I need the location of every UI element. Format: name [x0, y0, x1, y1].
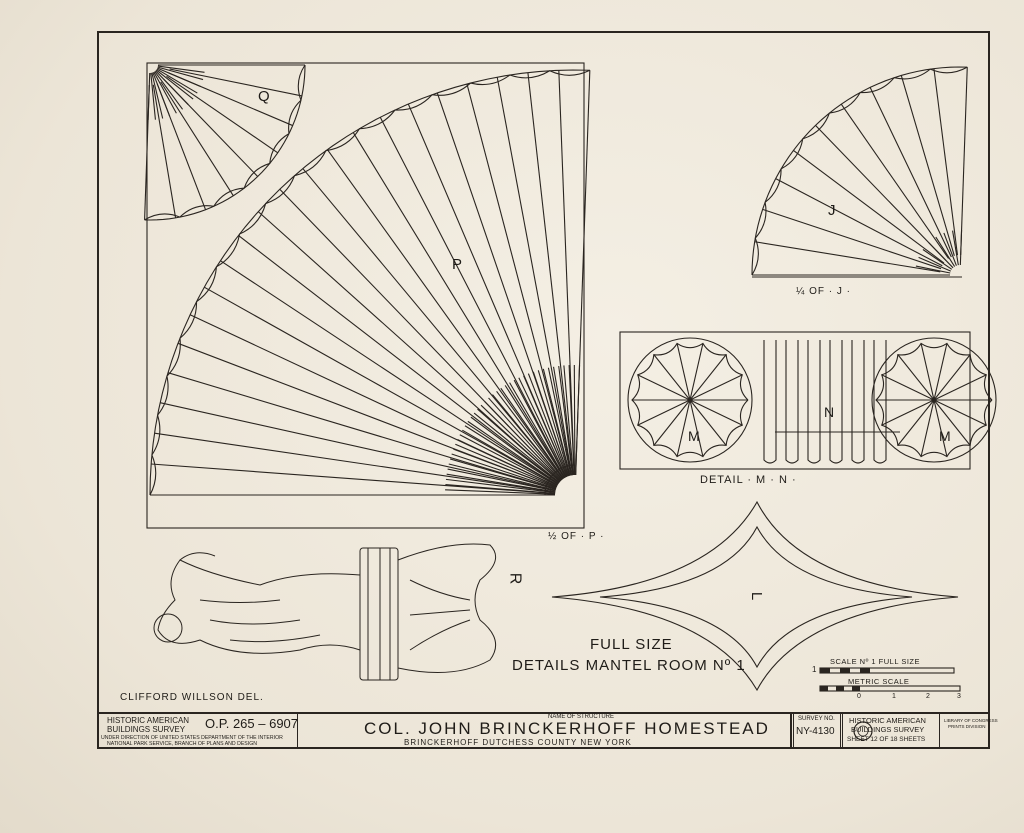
scale-tick-1: 1 [892, 693, 897, 700]
fan-j [751, 66, 968, 278]
rosettes-m [627, 337, 997, 463]
fan-p-frame [146, 62, 585, 529]
title-block-sheet-cell: HISTORIC AMERICAN BUILDINGS SURVEY SHEET… [841, 714, 940, 749]
label-m-right: M [939, 428, 952, 444]
label-quarter-of-j: ¼ OF · J · [796, 286, 851, 297]
label-scale-one: 1 [812, 665, 818, 674]
scale-tick-3: 3 [957, 693, 962, 700]
library-line-2: PRINTS DIVISION [948, 724, 986, 729]
flutes-n [763, 340, 900, 464]
scale-tick-2: 2 [926, 693, 931, 700]
title-block-name-cell: NAME OF STRUCTURE COL. JOHN BRINCKERHOFF… [298, 714, 791, 749]
label-q: Q [258, 88, 271, 105]
label-j: J [828, 202, 837, 219]
title-block-seal-cell [791, 714, 873, 749]
habs-line-1: HISTORIC AMERICAN [107, 716, 190, 725]
survey-number: NY-4130 [796, 726, 835, 737]
survey-caption: SURVEY NO. [798, 716, 835, 722]
habs-line-2: BUILDINGS SURVEY [107, 725, 186, 734]
title-block-library-cell: LIBRARY OF CONGRESS PRINTS DIVISION [940, 714, 998, 749]
title-block-survey-number-cell: SURVEY NO. NY-4130 [793, 714, 841, 749]
op-number: O.P. 265 – 6907 [205, 716, 299, 731]
label-n: N [824, 404, 836, 420]
fan-q [144, 64, 306, 221]
structure-name: COL. JOHN BRINCKERHOFF HOMESTEAD [364, 719, 770, 738]
label-p: P [452, 256, 464, 273]
figure-r [153, 543, 497, 681]
title-block-survey-cell [791, 714, 843, 749]
label-half-of-p: ½ OF · P · [548, 531, 605, 542]
title-block-habs-cell: HISTORIC AMERICAN BUILDINGS SURVEY O.P. … [97, 714, 298, 749]
sheet-border [97, 31, 990, 749]
sheet-info: SHEET 12 OF 18 SHEETS [847, 736, 926, 743]
fan-p [149, 69, 591, 496]
title-block: HISTORIC AMERICAN BUILDINGS SURVEY O.P. … [97, 712, 998, 749]
label-metric-scale: METRIC SCALE [848, 677, 910, 686]
location: BRINCKERHOFF DUTCHESS COUNTY NEW YORK [404, 738, 632, 747]
label-detail-mn: DETAIL · M · N · [700, 474, 797, 486]
label-full-size: FULL SIZE [590, 636, 673, 653]
diamond-l-outer [551, 500, 959, 692]
name-caption: NAME OF STRUCTURE [548, 714, 614, 720]
label-r: R [506, 572, 524, 586]
diamond-l-inner [599, 525, 913, 669]
label-details-title: DETAILS MANTEL ROOM Nº 1 [512, 657, 746, 674]
scale-tick-0: 0 [857, 693, 862, 700]
direction-line-2: NATIONAL PARK SERVICE, BRANCH OF PLANS A… [107, 741, 257, 747]
label-delineator: CLIFFORD WILLSON DEL. [120, 692, 264, 703]
label-m-left: M [688, 428, 701, 444]
library-line-1: LIBRARY OF CONGRESS [944, 718, 998, 723]
right-habs-line-2: BUILDINGS SURVEY [851, 725, 925, 734]
right-habs-line-1: HISTORIC AMERICAN [849, 716, 926, 725]
label-l: L [748, 591, 766, 602]
direction-line-1: UNDER DIRECTION OF UNITED STATES DEPARTM… [101, 735, 283, 741]
survey-seal-icon [853, 721, 873, 741]
label-scale-full: SCALE Nº 1 FULL SIZE [830, 657, 920, 666]
